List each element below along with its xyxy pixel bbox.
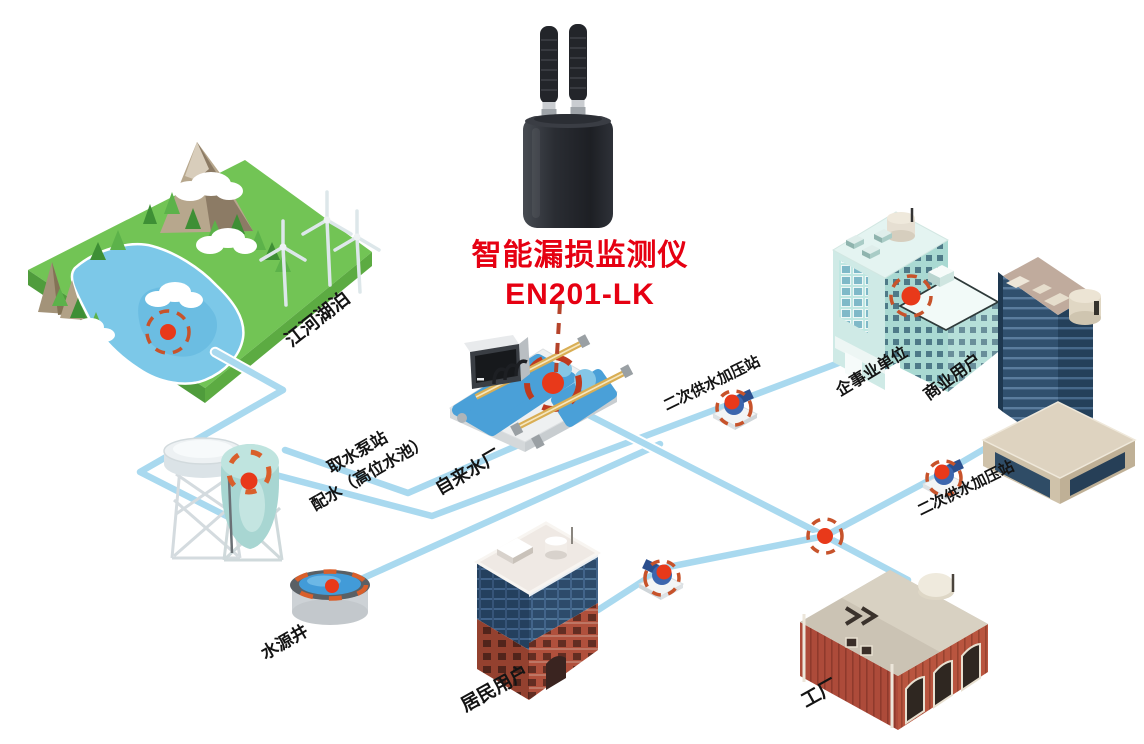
leak-monitor-device-illustration <box>523 24 613 228</box>
monitor-ring-well <box>291 569 369 601</box>
waterworks-illustration <box>448 334 634 452</box>
arch-door <box>546 656 566 690</box>
roof-vent-chevrons <box>844 606 879 626</box>
pipe-well-branch <box>344 438 666 590</box>
control-building <box>464 335 530 389</box>
glass-panel <box>839 260 868 333</box>
water-towers-illustration <box>163 437 284 562</box>
residential-building-illustration <box>474 521 601 700</box>
trees <box>52 192 291 332</box>
antenna-right <box>569 24 587 115</box>
monitor-dot-well <box>325 579 339 593</box>
vent-pipes <box>492 359 528 385</box>
monitor-ring-tower <box>226 449 272 495</box>
enterprise-building-illustration <box>831 208 1000 392</box>
entrance <box>845 352 862 382</box>
device-name-text: 智能漏损监测仪 <box>471 239 689 272</box>
monitor-ring-enterprise <box>889 274 933 318</box>
lake-monitor <box>145 309 191 355</box>
roof-structures <box>1006 276 1070 306</box>
ladder <box>227 477 234 554</box>
crane-rails <box>474 334 634 450</box>
bay-door <box>961 642 981 692</box>
water-well-illustration <box>290 569 370 625</box>
monitor-dot-waterworks <box>542 372 564 394</box>
storage-dome <box>918 573 954 597</box>
antenna-left <box>540 26 558 117</box>
monitor-dot-tower <box>240 472 258 490</box>
device-model-text: EN201-LK <box>505 278 655 311</box>
pipe-towers-to-waterworks <box>279 434 536 499</box>
ac-units <box>846 229 892 259</box>
teal-tower <box>221 444 284 562</box>
mountain-highlight <box>185 142 209 180</box>
commercial-building-illustration <box>981 257 1137 504</box>
annex-block <box>898 265 1000 392</box>
clouds <box>63 172 257 342</box>
bay-door <box>933 659 953 709</box>
landscape-illustration <box>28 142 381 403</box>
pipe-lake-to-pump-station <box>134 346 289 533</box>
pipe-towers-to-enterprise <box>266 347 871 522</box>
rooftop-tank <box>1069 289 1101 303</box>
monitor-dot-enterprise <box>901 286 921 306</box>
factory-illustration <box>800 570 988 730</box>
junction-monitor <box>806 517 844 555</box>
podium <box>981 401 1137 504</box>
bay-door <box>905 675 925 725</box>
device-title: 智能漏损监测仪 EN201-LK <box>430 230 730 312</box>
wind-turbines <box>259 190 381 307</box>
pipe-residential-branch <box>592 530 831 616</box>
device-body <box>523 114 613 228</box>
